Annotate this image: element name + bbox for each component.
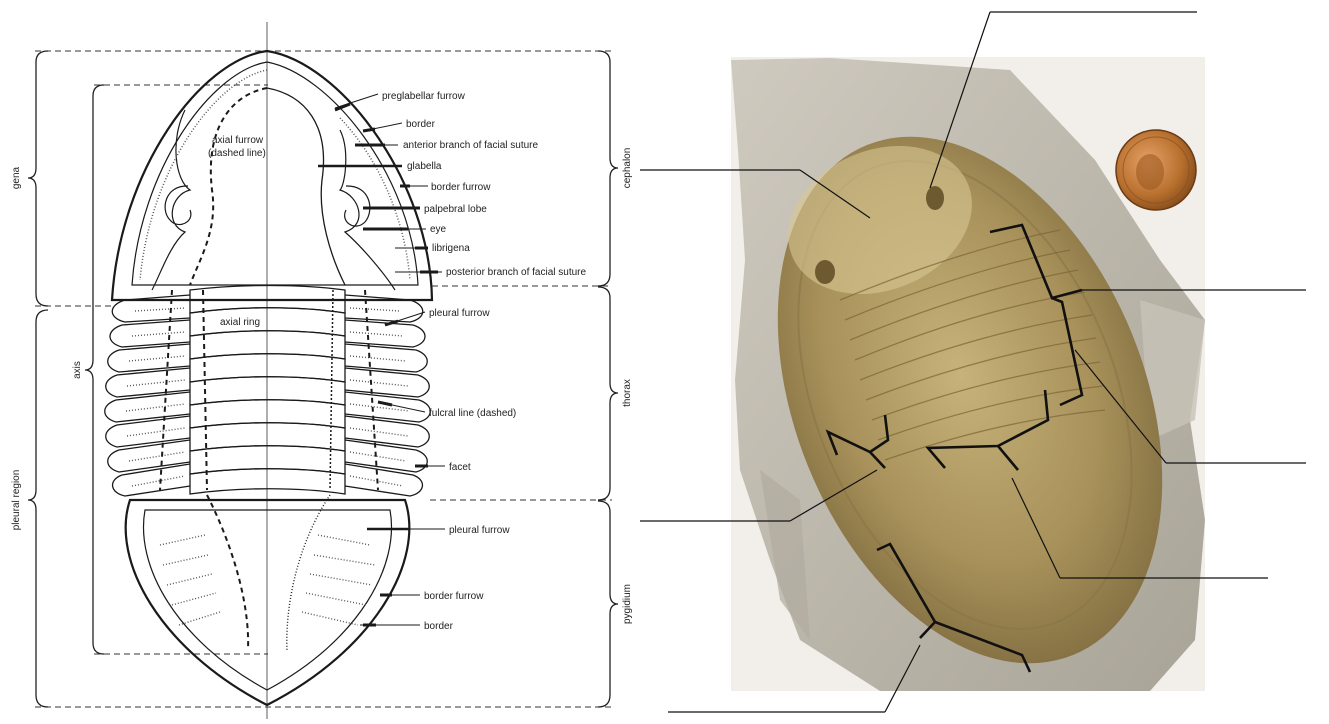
glabella-right-edge xyxy=(267,88,345,285)
gena-brace xyxy=(28,51,48,306)
pygidium-axial-stipple xyxy=(287,495,330,650)
label-axial-furrow: axial furrow xyxy=(212,135,264,146)
label-eye: eye xyxy=(430,224,447,235)
leader-lines xyxy=(318,94,445,625)
label-pleural-region: pleural region xyxy=(11,470,22,531)
cephalon-outline xyxy=(112,51,432,300)
label-pleural-furrow-thorax: pleural furrow xyxy=(429,308,490,319)
thorax-segments xyxy=(105,286,431,497)
label-facet: facet xyxy=(449,462,471,473)
fossil-photo xyxy=(640,12,1306,719)
label-axis: axis xyxy=(72,361,83,379)
label-border-pygidium: border xyxy=(424,621,454,632)
label-librigena: librigena xyxy=(432,243,470,254)
thorax-brace xyxy=(598,287,618,500)
label-posterior-branch: posterior branch of facial suture xyxy=(446,267,587,278)
pygidium-axial-furrow xyxy=(207,495,248,650)
pygidium-furrows-left xyxy=(160,535,220,625)
pygidium-border xyxy=(144,510,392,690)
label-cephalon: cephalon xyxy=(622,148,633,189)
facial-suture-left xyxy=(152,110,190,290)
label-border-furrow-pygidium: border furrow xyxy=(424,591,484,602)
label-pygidium: pygidium xyxy=(622,584,633,624)
label-gena: gena xyxy=(11,166,22,189)
label-anterior-branch: anterior branch of facial suture xyxy=(403,140,539,151)
label-palpebral-lobe: palpebral lobe xyxy=(424,204,487,215)
label-border-top: border xyxy=(406,119,436,130)
cephalon-brace xyxy=(598,51,618,286)
fossil-eye-2 xyxy=(815,260,835,284)
label-axial-furrow-dashed: (dashed line) xyxy=(208,148,266,159)
label-axial-ring: axial ring xyxy=(220,317,260,328)
label-fulcral-line: fulcral line (dashed) xyxy=(429,408,516,419)
eye-left xyxy=(165,186,191,225)
label-pleural-furrow-pygidium: pleural furrow xyxy=(449,525,510,536)
label-thorax: thorax xyxy=(622,379,633,407)
pleural-region-brace xyxy=(28,310,48,707)
fossil-eye-1 xyxy=(926,186,944,210)
pygidium-furrows-right xyxy=(302,535,375,625)
trilobite-schematic: preglabellar furrow border anterior bran… xyxy=(11,22,633,719)
label-preglabellar-furrow: preglabellar furrow xyxy=(382,91,466,102)
axial-furrow-left xyxy=(190,88,267,285)
pygidium-brace xyxy=(598,501,618,707)
border-furrow-right xyxy=(340,118,410,280)
label-border-furrow-top: border furrow xyxy=(431,182,491,193)
axis-brace xyxy=(85,85,104,654)
label-glabella: glabella xyxy=(407,161,442,172)
